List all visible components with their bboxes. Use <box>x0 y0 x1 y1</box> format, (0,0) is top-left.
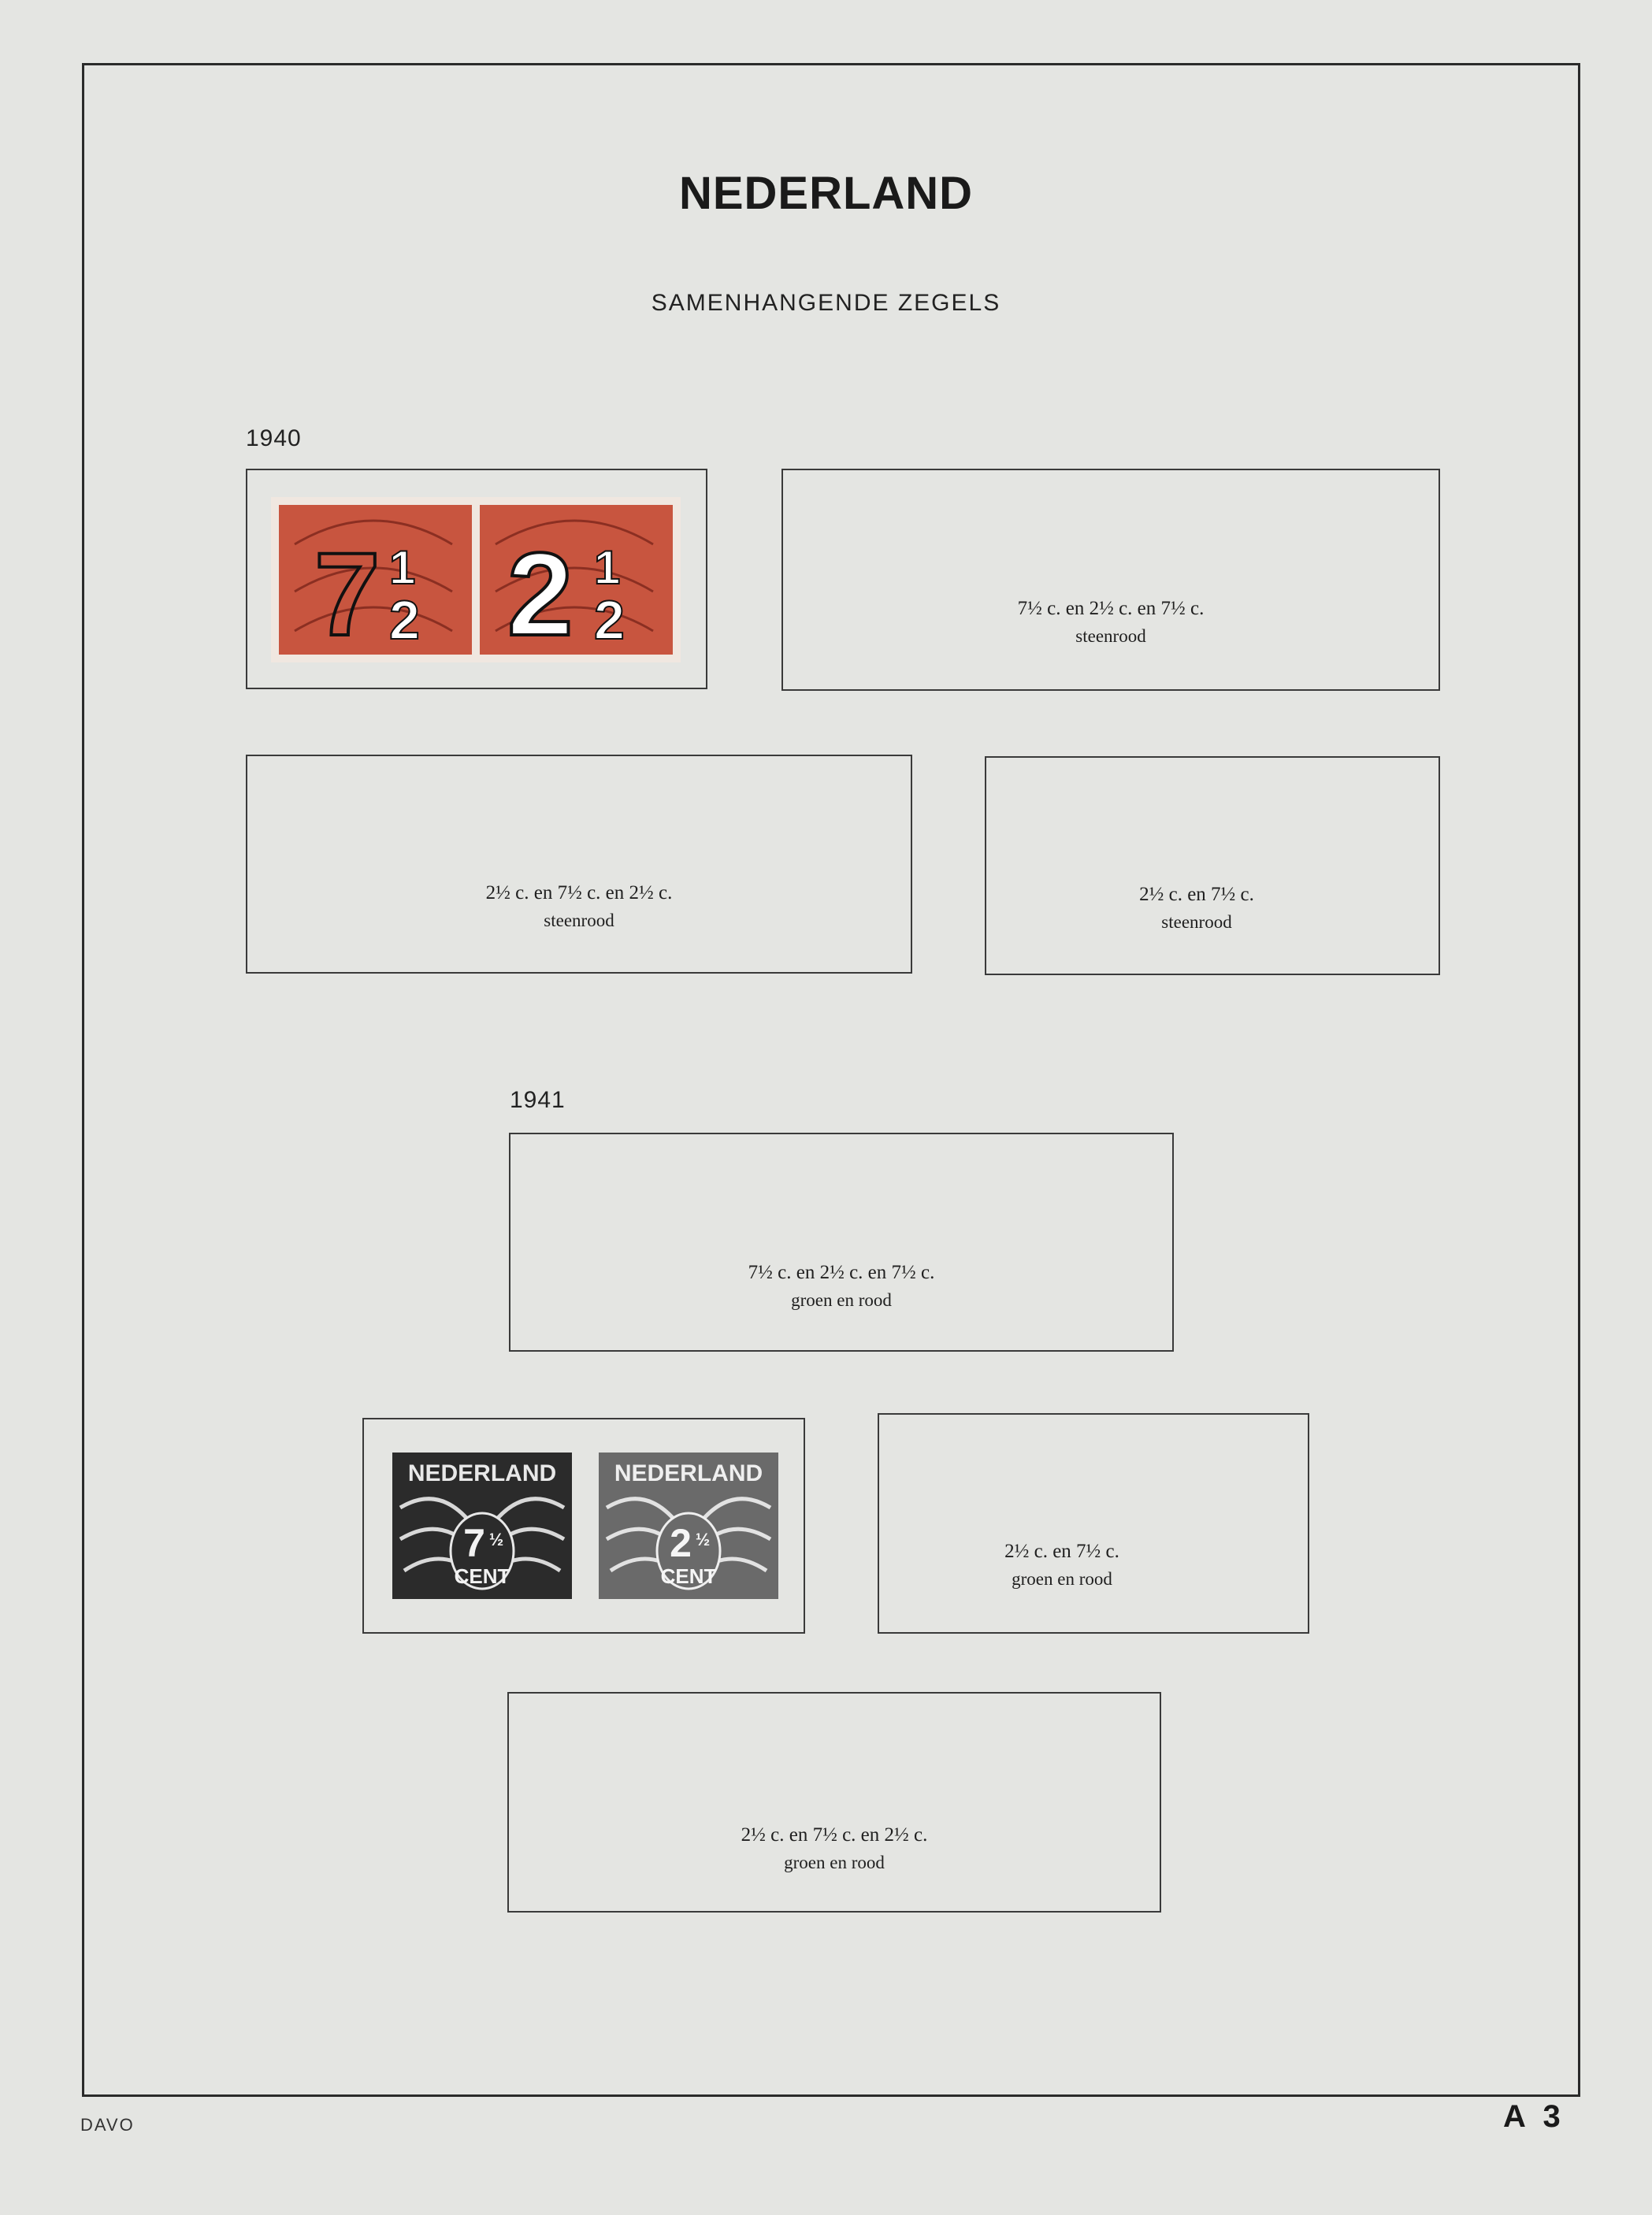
svg-text:7: 7 <box>314 528 380 660</box>
svg-text:2: 2 <box>389 589 420 651</box>
slot-value: 7½ c. en 2½ c. en 7½ c. <box>748 1262 935 1283</box>
section-year-1940: 1940 <box>246 425 302 451</box>
slot-value: 2½ c. en 7½ c. <box>1004 1541 1119 1562</box>
red-stamp-2-half: 2 1 2 <box>480 505 673 662</box>
slot-value: 7½ c. en 2½ c. en 7½ c. <box>1017 598 1205 619</box>
svg-text:2: 2 <box>507 528 573 660</box>
svg-text:1: 1 <box>594 541 620 594</box>
svg-text:2: 2 <box>594 589 625 651</box>
slot-color: steenrood <box>544 911 614 930</box>
svg-text:NEDERLAND: NEDERLAND <box>408 1460 556 1486</box>
slot-caption: 2½ c. en 7½ c. steenrood <box>955 884 1439 933</box>
slot-color: steenrood <box>1075 626 1146 646</box>
stamp-slot-1940-strip-a: 7½ c. en 2½ c. en 7½ c. steenrood <box>781 469 1440 691</box>
slot-caption: 2½ c. en 7½ c. en 2½ c. steenrood <box>247 882 911 931</box>
svg-text:CENT: CENT <box>661 1564 717 1588</box>
slot-color: groen en rood <box>784 1853 885 1872</box>
page-title: NEDERLAND <box>678 168 974 219</box>
publisher-label: DAVO <box>80 2115 135 2135</box>
red-stamp-pair: 7 1 2 2 1 2 <box>271 497 681 662</box>
album-page-border <box>82 63 1580 2097</box>
slot-color: steenrood <box>1161 912 1232 932</box>
stamp-slot-1941-pair: 2½ c. en 7½ c. groen en rood <box>878 1413 1309 1634</box>
svg-text:½: ½ <box>696 1530 710 1549</box>
stamp-slot-1940-pair: 2½ c. en 7½ c. steenrood <box>985 756 1440 975</box>
stamp-slot-red-pair: 7 1 2 2 1 2 <box>246 469 707 689</box>
stamp-slot-1941-illustrated: NEDERLAND 7 ½ CENT NEDERLAND 2 ½ CENT <box>362 1418 805 1634</box>
page-number: A 3 <box>1503 2099 1565 2134</box>
red-stamp-7-half: 7 1 2 <box>279 505 472 662</box>
slot-caption: 7½ c. en 2½ c. en 7½ c. steenrood <box>783 598 1439 647</box>
section-year-1941: 1941 <box>510 1087 566 1113</box>
stamp-slot-1941-strip-a: 7½ c. en 2½ c. en 7½ c. groen en rood <box>509 1133 1174 1352</box>
svg-text:1: 1 <box>389 541 415 594</box>
stamp-illustration-7-half: NEDERLAND 7 ½ CENT <box>392 1453 572 1599</box>
slot-caption: 2½ c. en 7½ c. en 2½ c. groen en rood <box>509 1824 1160 1873</box>
slot-value: 2½ c. en 7½ c. en 2½ c. <box>741 1824 928 1846</box>
svg-text:CENT: CENT <box>455 1564 510 1588</box>
slot-caption: 2½ c. en 7½ c. groen en rood <box>816 1541 1308 1590</box>
svg-text:½: ½ <box>489 1530 503 1549</box>
svg-text:2: 2 <box>670 1521 692 1565</box>
page-subtitle: SAMENHANGENDE ZEGELS <box>651 290 1001 316</box>
stamp-illustration-2-half: NEDERLAND 2 ½ CENT <box>599 1453 778 1599</box>
stamp-slot-1941-strip-b: 2½ c. en 7½ c. en 2½ c. groen en rood <box>507 1692 1161 1913</box>
svg-text:NEDERLAND: NEDERLAND <box>614 1460 763 1486</box>
stamp-slot-1940-strip-b: 2½ c. en 7½ c. en 2½ c. steenrood <box>246 755 912 974</box>
svg-text:7: 7 <box>463 1521 485 1565</box>
slot-caption: 7½ c. en 2½ c. en 7½ c. groen en rood <box>510 1262 1172 1311</box>
slot-color: groen en rood <box>791 1290 892 1310</box>
slot-color: groen en rood <box>1012 1569 1112 1589</box>
slot-value: 2½ c. en 7½ c. en 2½ c. <box>485 882 673 903</box>
slot-value: 2½ c. en 7½ c. <box>1139 884 1254 905</box>
